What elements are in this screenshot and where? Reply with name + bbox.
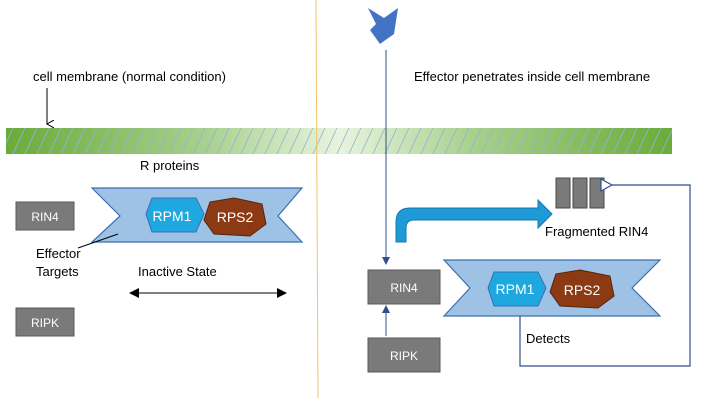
right-rps2-label: RPS2 — [564, 282, 601, 298]
right-rps2-shape — [549, 269, 615, 309]
fragment-3 — [589, 177, 605, 209]
effector-targets-pointer — [77, 233, 119, 249]
fragment-2 — [572, 177, 588, 209]
detects-label: Detects — [526, 331, 571, 346]
left-rpm1-shape — [145, 197, 205, 233]
left-rin4-box: RIN4 — [15, 201, 75, 231]
normal-membrane-label: cell membrane (normal condition) — [33, 69, 226, 84]
fragmented-rin4-boxes — [555, 177, 605, 209]
left-rps2-label: RPS2 — [217, 209, 254, 225]
fragmented-rin4-label: Fragmented RIN4 — [545, 224, 648, 239]
right-rin4-label: RIN4 — [390, 281, 418, 295]
cleavage-arrow — [395, 198, 553, 243]
effector-penetrates-label: Effector penetrates inside cell membrane — [414, 69, 650, 84]
left-ripk-label: RIPK — [31, 316, 59, 330]
left-rin4-label: RIN4 — [31, 210, 59, 224]
effector-icon — [368, 8, 398, 44]
left-rpm1-label: RPM1 — [153, 208, 192, 224]
right-rin4-box: RIN4 — [367, 269, 441, 305]
right-rpm1-label: RPM1 — [496, 281, 535, 297]
left-rps2-shape — [203, 197, 267, 237]
cell-membrane — [6, 128, 672, 154]
effector-targets-label-line2: Targets — [36, 264, 79, 279]
membrane-hatch — [6, 128, 672, 154]
fragment-1 — [555, 177, 571, 209]
right-ripk-label: RIPK — [390, 349, 418, 363]
right-ripk-box: RIPK — [367, 337, 441, 373]
detects-feedback-connector — [519, 185, 691, 367]
inactive-state-label: Inactive State — [138, 264, 217, 279]
left-r-protein-complex: RPM1 RPS2 — [90, 187, 304, 243]
left-ripk-box: RIPK — [15, 307, 75, 337]
r-proteins-label: R proteins — [140, 158, 200, 173]
right-r-protein-complex: RPM1 RPS2 — [442, 259, 662, 317]
panel-divider — [315, 0, 319, 399]
effector-targets-label-line1: Effector — [36, 246, 81, 261]
right-rpm1-shape — [487, 271, 547, 307]
